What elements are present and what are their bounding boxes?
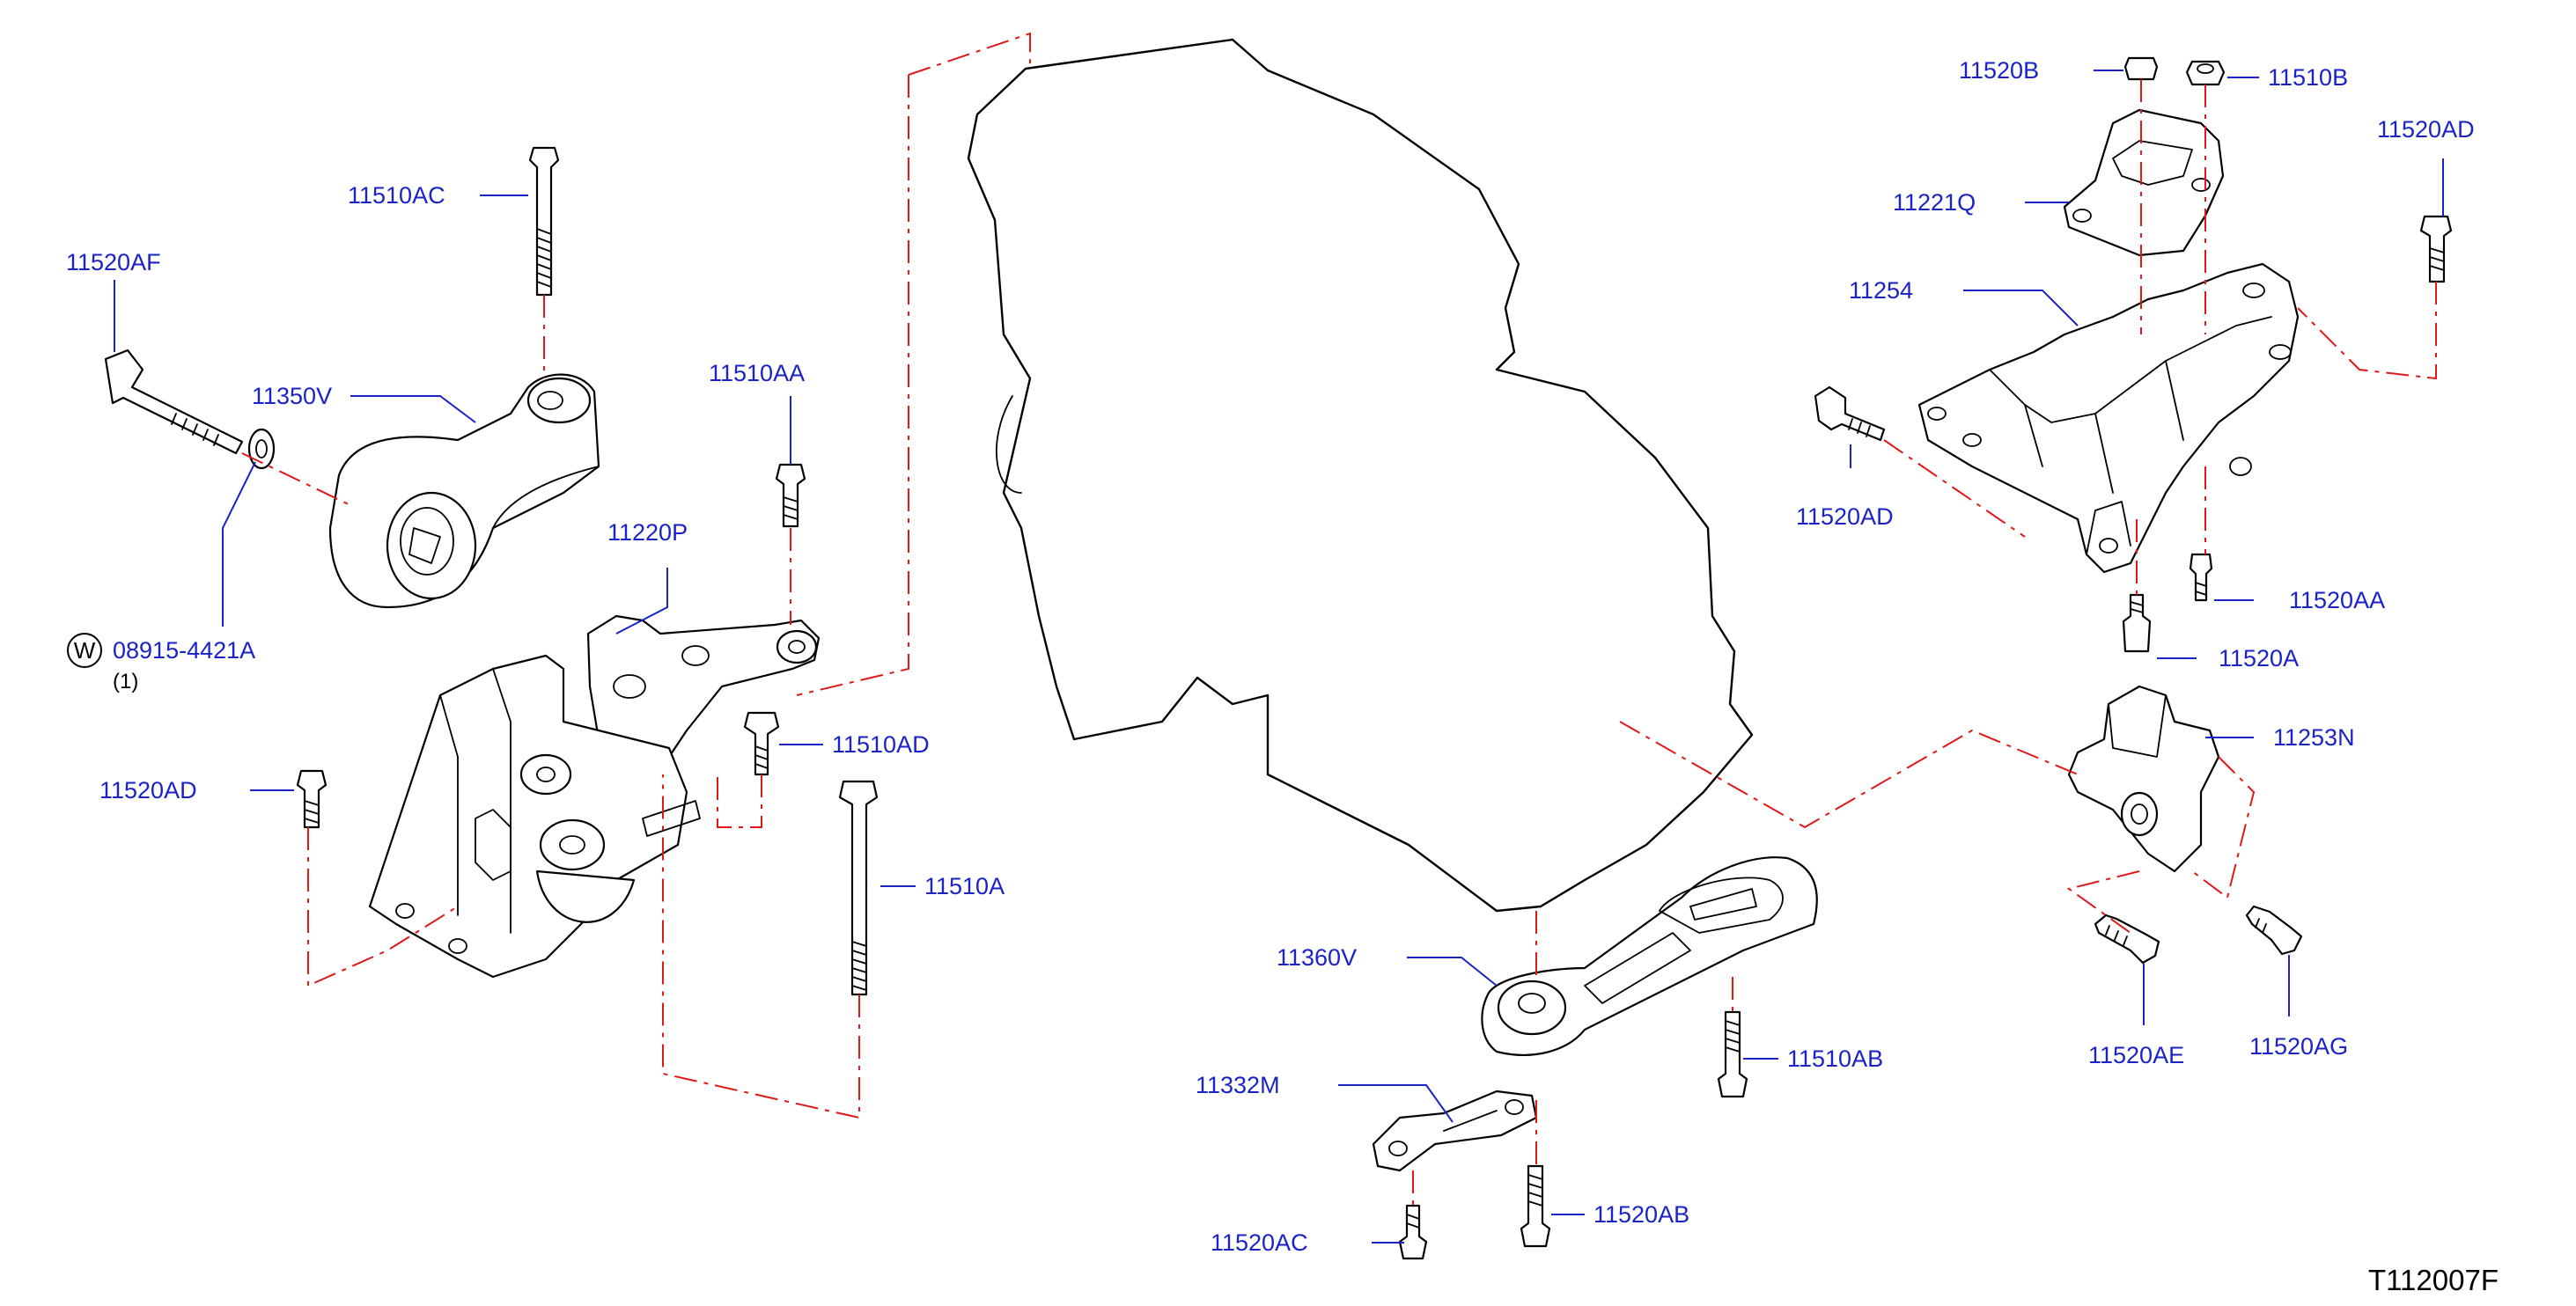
bracket-11253N xyxy=(2067,685,2220,873)
label-11510B: 11510B xyxy=(2268,64,2348,91)
label-11520AD-left: 11520AD xyxy=(99,777,197,803)
w-symbol-letter: W xyxy=(74,637,96,664)
label-11520AG: 11520AG xyxy=(2249,1033,2348,1060)
bolt-11520AB xyxy=(1520,1164,1551,1248)
rear-mount-11350V xyxy=(328,373,600,609)
bracket-11332M xyxy=(1372,1090,1538,1172)
leaders xyxy=(114,70,2444,1244)
left-mount-body xyxy=(368,654,701,979)
label-11520AD-topright: 11520AD xyxy=(2377,116,2475,143)
insulator-11221Q xyxy=(2063,108,2225,257)
bracket-11254 xyxy=(1917,262,2300,574)
bolt-11520AG xyxy=(2245,905,2303,956)
label-11520A: 11520A xyxy=(2219,645,2299,671)
label-11520AD-right: 11520AD xyxy=(1796,503,1894,530)
label-11510AC: 11510AC xyxy=(348,182,445,209)
label-11253N: 11253N xyxy=(2273,724,2355,751)
label-11360V: 11360V xyxy=(1277,944,1357,971)
engine-outline xyxy=(967,38,1754,913)
label-11510A: 11510A xyxy=(924,873,1005,899)
bolt-11510AA xyxy=(775,463,806,528)
label-11520AA: 11520AA xyxy=(2289,587,2385,613)
label-11510AD: 11510AD xyxy=(832,731,930,758)
label-08915-4421A: 08915-4421A xyxy=(113,637,255,664)
bolt-11510AB xyxy=(1717,1010,1748,1098)
label-11254: 11254 xyxy=(1849,277,1913,304)
label-11520B: 11520B xyxy=(1959,57,2039,84)
nut-11510B xyxy=(2185,60,2226,86)
label-11220P: 11220P xyxy=(607,519,688,546)
bracket-11220P xyxy=(586,614,821,776)
label-11510AA: 11510AA xyxy=(709,360,805,386)
label-11332M: 11332M xyxy=(1196,1072,1280,1098)
bolt-11510AC xyxy=(528,146,560,297)
label-11520AF: 11520AF xyxy=(66,249,161,275)
label-11520AB: 11520AB xyxy=(1593,1201,1689,1228)
quantity-08915: (1) xyxy=(113,670,138,693)
figure-reference-number: T112007F xyxy=(2368,1264,2499,1296)
bolt-11520AD-right xyxy=(1814,385,1886,442)
bolt-11510AD xyxy=(743,711,780,776)
stud-11520A xyxy=(2122,593,2152,653)
nut-11520B xyxy=(2123,56,2159,81)
bolt-11510A xyxy=(838,780,879,996)
torque-rod-11360V xyxy=(1481,856,1818,1056)
bolt-11520AD-topright xyxy=(2419,215,2453,283)
w-circle-symbol xyxy=(67,633,102,668)
callout-labels: 11510AC 11520AF 11350V W 08915-4421A (1)… xyxy=(66,57,2475,1256)
bolt-11520AC xyxy=(1398,1204,1428,1260)
label-11520AE: 11520AE xyxy=(2088,1042,2184,1068)
label-11510AB: 11510AB xyxy=(1787,1046,1883,1072)
bolt-11520AF xyxy=(104,349,244,455)
label-11350V: 11350V xyxy=(252,383,332,409)
washer-08915-4421A xyxy=(247,428,276,470)
label-11221Q: 11221Q xyxy=(1893,189,1976,216)
bolt-11520AA xyxy=(2189,553,2213,602)
centerlines xyxy=(241,32,2437,1206)
label-11520AC: 11520AC xyxy=(1211,1229,1308,1256)
bolt-11520AD-left xyxy=(296,769,328,829)
bolt-11520AE xyxy=(2094,913,2160,965)
